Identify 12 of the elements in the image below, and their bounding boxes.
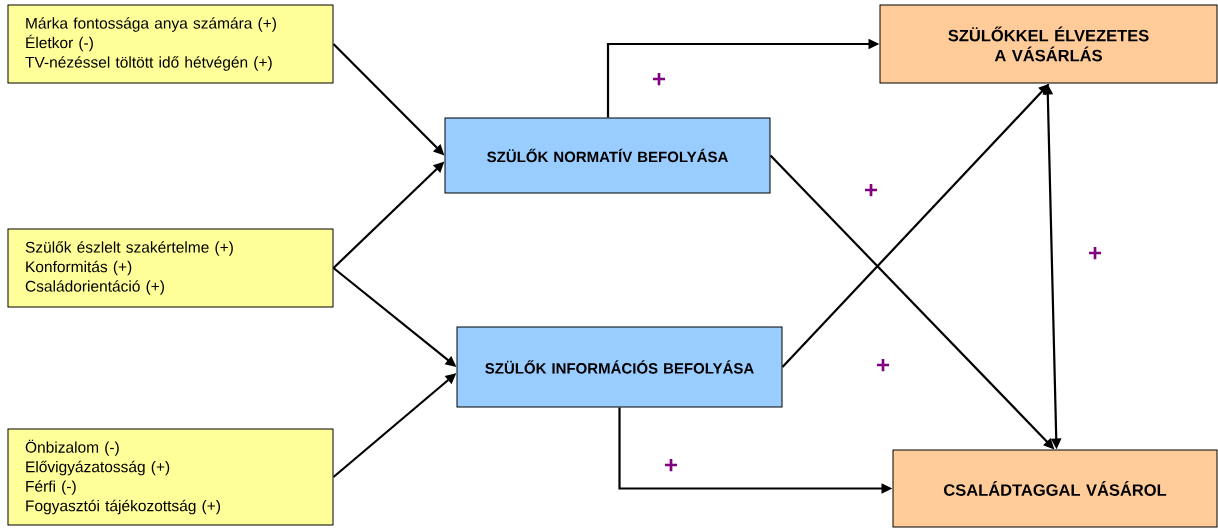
outcome-box: SZÜLŐKKEL ÉLVEZETES A VÁSÁRLÁS [879,4,1218,84]
influence-box: SZÜLŐK NORMATÍV BEFOLYÁSA [444,117,771,194]
influence-box: SZÜLŐK INFORMÁCIÓS BEFOLYÁSA [456,326,783,408]
plus-sign: + [877,358,890,372]
factor-box: Önbizalom (-) Elővigyázatosság (+) Férfi (-) Fogyasztói tájékozottság (+) [7,428,334,526]
plus-sign: + [653,72,666,86]
factor-box: Szülők észlelt szakértelme (+) Konformitás (+) Családorientáció (+) [7,228,334,308]
plus-sign: + [665,458,678,472]
factor-box: Márka fontossága anya számára (+) Életkor (-) TV-nézéssel töltött idő hétvégén (+) [7,4,334,84]
plus-sign: + [865,183,878,197]
plus-sign: + [1089,246,1102,260]
outcome-box: CSALÁDTAGGAL VÁSÁROL [892,449,1218,528]
